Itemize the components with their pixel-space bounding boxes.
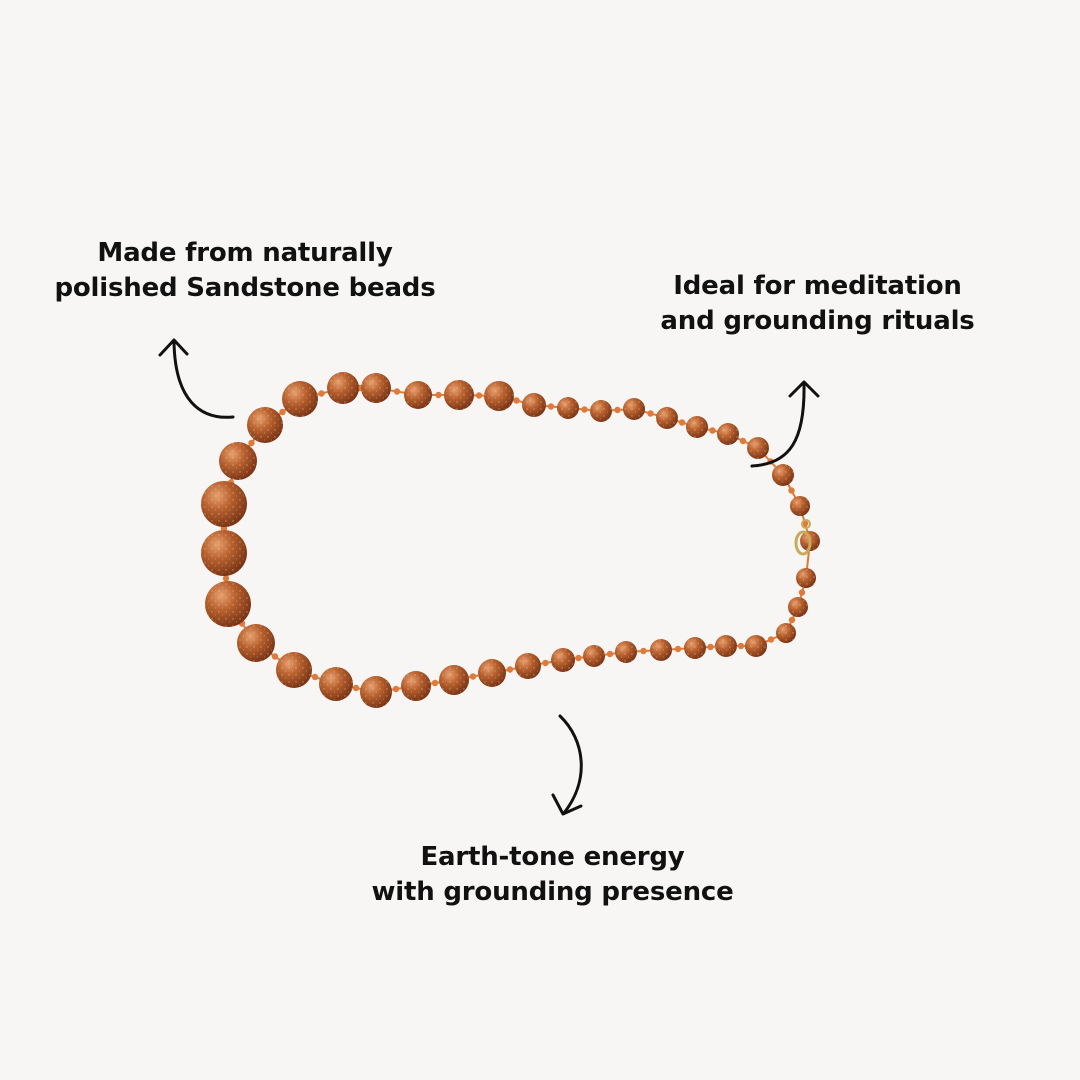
curved-arrow-up-icon [750,380,820,468]
sandstone-bead [656,407,678,429]
caption-material-line2: polished Sandstone beads [54,273,436,303]
caption-use-line1: Ideal for meditation [673,271,962,301]
spacer-knot [640,647,647,655]
spacer-knot [542,659,549,667]
caption-use-line2: and grounding rituals [660,306,975,336]
sandstone-bead [747,437,769,459]
sandstone-bead [360,676,392,708]
curved-arrow-up-icon [158,338,235,419]
spacer-knot [393,388,401,395]
spacer-knot [469,673,477,680]
sandstone-bead [615,641,637,663]
sandstone-bead [788,597,808,617]
sandstone-bead [715,635,737,657]
curved-arrow-down-icon [551,714,583,816]
sandstone-bead [444,380,474,410]
spacer-knot [767,636,775,643]
sandstone-bead [772,464,794,486]
spacer-knot [248,439,255,447]
spacer-knot [547,403,555,410]
spacer-knot [739,437,747,445]
sandstone-bead [247,407,283,443]
sandstone-bead [583,645,605,667]
spacer-knot [709,427,716,434]
spacer-knot [581,406,588,413]
sandstone-bead [776,623,796,643]
spacer-knot [678,419,686,426]
sandstone-bead [796,568,816,588]
sandstone-bead [237,624,275,662]
spacer-knot [707,643,714,651]
sandstone-bead [522,393,546,417]
spacer-knot [352,684,360,692]
spacer-knot [311,673,319,681]
sandstone-bead [484,381,514,411]
sandstone-bead [745,635,767,657]
spacer-knot [647,410,654,417]
caption-energy-line2: with grounding presence [371,877,734,907]
spacer-knot [606,650,614,658]
sandstone-bead [551,648,575,672]
spacer-knot [575,654,582,662]
sandstone-bead [319,667,353,701]
sandstone-bead [623,398,645,420]
spacer-knot [222,575,230,582]
spacer-knot [279,408,286,416]
spacer-knot [506,666,514,673]
sandstone-bead [684,637,706,659]
sandstone-bead-necklace [201,372,820,708]
spacer-knot [798,589,806,596]
sandstone-bead [557,397,579,419]
spacer-knot [513,397,520,404]
spacer-knot [674,645,682,653]
sandstone-bead [361,373,391,403]
caption-use: Ideal for meditation and grounding ritua… [630,269,1005,339]
spacer-knot [392,685,400,693]
sandstone-bead [401,671,431,701]
sandstone-bead [282,381,318,417]
spacer-knot [431,679,439,687]
spacer-knot [614,406,621,414]
sandstone-bead [205,581,251,627]
sandstone-bead [515,653,541,679]
spacer-knot [475,392,483,399]
sandstone-bead [219,442,257,480]
spacer-knot [435,391,442,399]
caption-material-line1: Made from naturally [97,238,393,268]
spacer-knot [271,653,279,660]
sandstone-bead [276,652,312,688]
sandstone-bead [404,381,432,409]
spacer-knot [788,487,795,494]
sandstone-bead [201,481,247,527]
sandstone-bead [650,639,672,661]
sandstone-bead [717,423,739,445]
caption-material: Made from naturally polished Sandstone b… [30,236,460,306]
caption-energy: Earth-tone energy with grounding presenc… [340,840,765,910]
sandstone-bead [201,530,247,576]
sandstone-bead [327,372,359,404]
lobster-clasp [794,519,812,556]
spacer-knot [788,616,796,624]
sandstone-bead [439,665,469,695]
sandstone-bead [790,496,810,516]
spacer-knot [737,642,745,650]
sandstone-bead [478,659,506,687]
sandstone-bead [686,416,708,438]
sandstone-bead [590,400,612,422]
caption-energy-line1: Earth-tone energy [420,842,685,872]
spacer-knot [318,390,325,397]
